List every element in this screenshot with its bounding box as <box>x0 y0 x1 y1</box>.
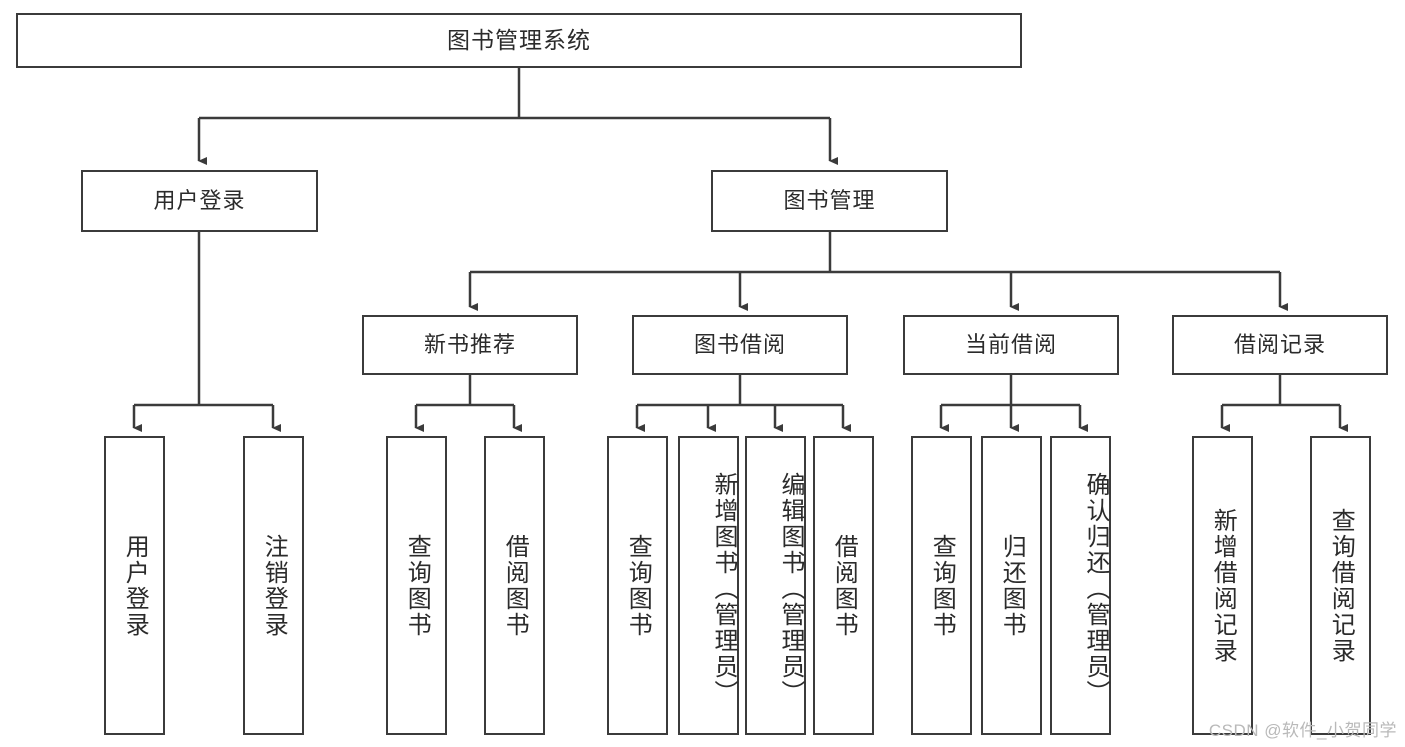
leaf-edit-book-admin[interactable]: 编辑图书（管理员） <box>745 436 806 735</box>
leaf-user-login[interactable]: 用户登录 <box>104 436 165 735</box>
node-borrow-record[interactable]: 借阅记录 <box>1172 315 1388 375</box>
node-book-manage[interactable]: 图书管理 <box>711 170 948 232</box>
leaf-query-book-current[interactable]: 查询图书 <box>911 436 972 735</box>
node-current-borrow[interactable]: 当前借阅 <box>903 315 1119 375</box>
node-book-borrow[interactable]: 图书借阅 <box>632 315 848 375</box>
leaf-logout-login[interactable]: 注销登录 <box>243 436 304 735</box>
node-user-login[interactable]: 用户登录 <box>81 170 318 232</box>
leaf-borrow-book-borrow[interactable]: 借阅图书 <box>813 436 874 735</box>
leaf-query-borrow-record[interactable]: 查询借阅记录 <box>1310 436 1371 735</box>
leaf-return-book[interactable]: 归还图书 <box>981 436 1042 735</box>
node-new-book-recommend[interactable]: 新书推荐 <box>362 315 578 375</box>
watermark-text: CSDN @软件_小贺同学 <box>1208 721 1397 740</box>
leaf-query-book-recommend[interactable]: 查询图书 <box>386 436 447 735</box>
leaf-add-book-admin[interactable]: 新增图书（管理员） <box>678 436 739 735</box>
leaf-borrow-book-recommend[interactable]: 借阅图书 <box>484 436 545 735</box>
node-root-system[interactable]: 图书管理系统 <box>16 13 1022 68</box>
leaf-query-book-borrow[interactable]: 查询图书 <box>607 436 668 735</box>
leaf-confirm-return-admin[interactable]: 确认归还（管理员） <box>1050 436 1111 735</box>
leaf-add-borrow-record[interactable]: 新增借阅记录 <box>1192 436 1253 735</box>
